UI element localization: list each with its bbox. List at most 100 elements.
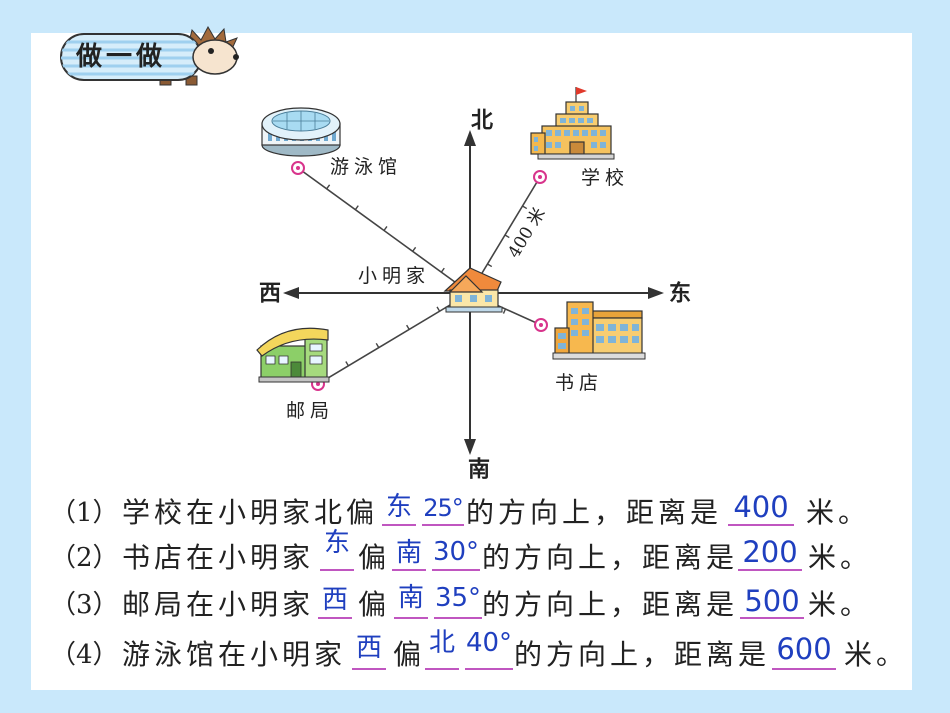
school-entrance: [569, 141, 585, 155]
north-label: 北: [471, 109, 493, 134]
scale-tick: [326, 184, 331, 190]
question-4: （4） 游泳馆在小明家 西 偏 北 40° 的方向上，距离是 600 米。: [40, 626, 912, 674]
swimming-pool-building-icon: [261, 107, 341, 157]
question-number: （3）: [50, 590, 119, 620]
answer-angle: 40°: [465, 628, 513, 658]
question-text: 学校在小明家北偏: [122, 496, 379, 529]
south-arrowhead: [464, 439, 476, 455]
house-front-gable: [448, 275, 484, 293]
bookstore-base: [552, 352, 646, 360]
bookstore-label: 书店: [555, 372, 603, 394]
question-text: 的方向上，距离是: [466, 496, 723, 529]
answer-angle: 25°: [423, 494, 464, 522]
answer-direction: 西: [321, 585, 348, 615]
post-office-base: [258, 376, 330, 383]
answer-blank-underline: [728, 524, 794, 526]
question-unit: 米。: [806, 496, 871, 529]
home-label: 小明家: [358, 265, 430, 287]
bookstore-building-icon: [552, 301, 646, 360]
answer-distance: 600: [776, 632, 832, 666]
house-windows: [455, 295, 492, 302]
answer-blank-underline: [432, 569, 480, 571]
scale-tick: [522, 205, 528, 210]
house-base: [445, 306, 503, 313]
answer-direction: 东: [385, 492, 412, 522]
question-text: 的方向上，距离是: [482, 588, 739, 621]
answer-direction: 东: [323, 528, 350, 558]
question-unit: 米。: [808, 541, 873, 574]
scale-tick: [406, 324, 410, 330]
post-office-windows: [265, 343, 323, 365]
hedgehog-icon: [192, 39, 238, 75]
direction-map: 北 南 西 东: [256, 87, 691, 483]
question-connector: 偏: [358, 588, 391, 621]
scale-tick: [436, 306, 441, 312]
answer-distance: 500: [744, 584, 800, 618]
answer-blank-underline: [740, 617, 804, 619]
answer-blank-underline: [465, 668, 513, 670]
swimming-pool-label: 游泳馆: [330, 156, 402, 178]
school-distance-label: 400 米: [504, 204, 549, 261]
bookstore-marker-dot: [539, 323, 543, 327]
east-arrowhead: [648, 287, 664, 299]
answer-distance: 200: [742, 535, 798, 569]
school-label: 学校: [581, 167, 629, 189]
activity-badge: 做一做: [60, 26, 239, 86]
question-text: 游泳馆在小明家: [122, 638, 347, 671]
hedgehog-eye: [208, 48, 214, 54]
school-flag: [576, 87, 587, 95]
scale-tick: [412, 246, 417, 252]
answer-distance: 400: [733, 490, 789, 524]
school-building-icon: [530, 87, 615, 160]
question-number: （4）: [50, 640, 119, 670]
answer-blank-underline: [394, 617, 428, 619]
bookstore-windows: [558, 308, 639, 349]
question-1: （1） 学校在小明家北偏 东 25° 的方向上，距离是 400 米。: [40, 485, 912, 529]
hedgehog-nose: [233, 54, 239, 60]
scale-tick: [440, 267, 445, 273]
ray-to-post-office: [317, 292, 471, 385]
answer-blank-underline: [318, 617, 352, 619]
question-unit: 米。: [844, 638, 909, 671]
west-label: 西: [259, 282, 281, 307]
scale-tick: [383, 226, 388, 231]
answer-blank-underline: [352, 668, 386, 670]
east-label: 东: [669, 281, 691, 307]
badge-label: 做一做: [75, 42, 166, 72]
north-arrowhead: [464, 130, 476, 146]
answer-direction: 南: [395, 538, 422, 568]
answer-blank-underline: [392, 569, 426, 571]
post-office-marker-dot: [316, 382, 320, 386]
bookstore-roof: [589, 310, 643, 319]
answer-blank-underline: [382, 524, 416, 526]
question-text: 书店在小明家: [122, 541, 315, 574]
bookstore-left-block: [554, 327, 570, 355]
south-label: 南: [468, 458, 490, 483]
answer-direction: 西: [355, 633, 382, 663]
answer-direction: 南: [397, 583, 424, 613]
swimming-pool-roof-lattice: [273, 111, 329, 131]
question-number: （1）: [50, 498, 119, 528]
answer-blank-underline: [772, 668, 836, 670]
answer-angle: 30°: [432, 537, 480, 567]
answer-blank-underline: [425, 668, 459, 670]
answer-blank-underline: [320, 569, 354, 571]
answer-blank-underline: [434, 617, 482, 619]
question-2: （2） 书店在小明家 东 偏 南 30° 的方向上，距离是 200 米。: [40, 528, 912, 580]
question-3: （3） 邮局在小明家 西 偏 南 35° 的方向上，距离是 500 米。: [40, 581, 912, 626]
post-office-label: 邮局: [286, 400, 334, 422]
post-office-door: [290, 361, 302, 379]
post-office-building-icon: [256, 327, 330, 383]
answer-direction: 北: [428, 628, 455, 658]
school-marker-dot: [538, 175, 542, 179]
question-text: 的方向上，距离是: [514, 638, 771, 671]
question-connector: 偏: [358, 541, 391, 574]
answer-angle: 35°: [434, 583, 482, 613]
bookstore-tower: [566, 301, 594, 355]
west-arrowhead: [283, 287, 299, 299]
answer-blank-underline: [422, 524, 464, 526]
scale-tick: [502, 308, 507, 314]
scale-ticks: [326, 184, 528, 367]
school-steps: [537, 153, 615, 160]
answer-blank-underline: [738, 569, 802, 571]
